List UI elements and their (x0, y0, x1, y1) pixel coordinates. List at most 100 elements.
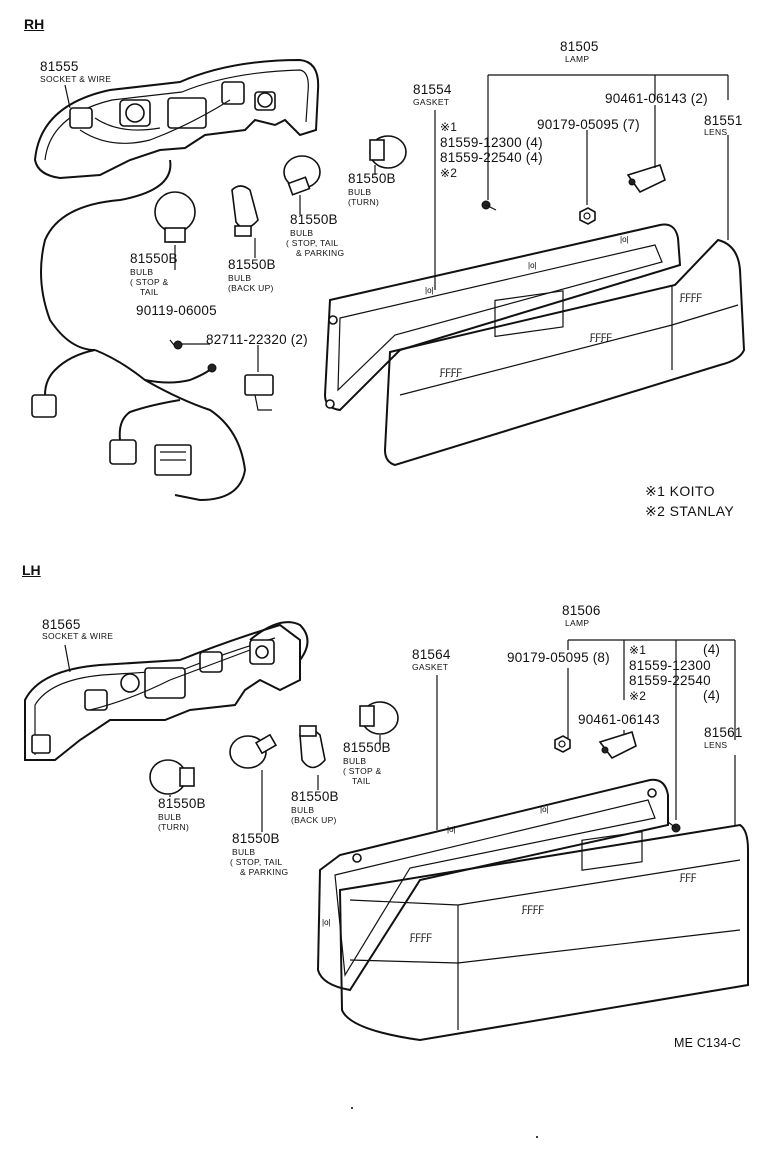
svg-text:|o|: |o| (425, 286, 434, 295)
lh-bulb-stop-desc1: BULB (232, 847, 256, 857)
rh-bulb-turn-part-number: 81550B (348, 171, 396, 186)
rh-screw-part-b: 81559-22540 (4) (440, 150, 543, 165)
rh-bulb-stop-tail-part-number: 81550B (130, 251, 178, 266)
rh-bulb-stop-tail-desc1: BULB (130, 267, 154, 277)
lh-bulb-stop-tail-part-number: 81550B (343, 740, 391, 755)
rh-wire-harness (31, 159, 247, 502)
lh-lamp-part-number: 81506 (562, 603, 601, 618)
rh-bulb-stop-desc2: ( STOP, TAIL (286, 238, 339, 248)
rh-bulb-stop-tail-desc2: ( STOP & (130, 277, 169, 287)
lh-clip (598, 730, 637, 760)
svg-text:|o|: |o| (322, 918, 331, 927)
lh-bulb-stop-tail-parking (229, 733, 278, 769)
rh-lens: ƑƑƑƑ ƑƑƑƑ ƑƑƑƑ (383, 238, 746, 467)
rh-lamp-description: LAMP (565, 54, 590, 64)
lh-socket-description: SOCKET & WIRE (42, 631, 114, 641)
lh-bulb-turn-desc1: BULB (158, 812, 182, 822)
rh-connector (244, 374, 274, 411)
svg-text:|o|: |o| (620, 235, 629, 244)
rh-bulb-back-desc2: (BACK UP) (228, 283, 274, 293)
lh-lens-part-number: 81561 (704, 725, 743, 740)
svg-text:ƑƑƑƑ: ƑƑƑƑ (439, 367, 462, 377)
lh-screw-part-b: 81559-22540 (629, 673, 711, 688)
lh-nut-part-number: 90179-05095 (8) (507, 650, 610, 665)
rh-nut-part-number: 90179-05095 (7) (537, 117, 640, 132)
rh-screw (481, 200, 497, 211)
rh-bulb-stop-tail-desc3: TAIL (140, 287, 159, 297)
rh-lens-part-number: 81551 (704, 113, 743, 128)
rh-bulb-stop-tail-parking (283, 155, 321, 196)
rh-bulb-stop-desc1: BULB (290, 228, 314, 238)
rh-socket-part-number: 81555 (40, 59, 79, 74)
rh-socket-description: SOCKET & WIRE (40, 74, 112, 84)
lh-bulb-turn-desc2: (TURN) (158, 822, 190, 832)
lh-lamp-description: LAMP (565, 618, 590, 628)
legend-stanlay: ※2 STANLAY (645, 503, 735, 519)
rh-clip (626, 164, 666, 194)
lh-bulb-stop-tail-desc1: BULB (343, 756, 367, 766)
lh-leader-lines (64, 639, 736, 832)
rh-bulb-stop-part-number: 81550B (290, 212, 338, 227)
rh-mark1: ※1 (440, 120, 458, 134)
svg-text:|o|: |o| (540, 805, 549, 814)
rh-bulb-back-part-number: 81550B (228, 257, 276, 272)
figure-code: ME C134-C (674, 1036, 742, 1050)
rh-bulb-back-desc1: BULB (228, 273, 252, 283)
rh-bulb-turn-desc1: BULB (348, 187, 372, 197)
rh-lens-description: LENS (704, 127, 728, 137)
rh-bulb-stop-tail (154, 191, 196, 243)
lh-bulb-turn-part-number: 81550B (158, 796, 206, 811)
lh-bulb-back-desc1: BULB (291, 805, 315, 815)
lh-screw-part-a: 81559-12300 (629, 658, 711, 673)
lh-bulb-stop-desc3: & PARKING (240, 867, 289, 877)
rh-bulb-stop-desc3: & PARKING (296, 248, 345, 258)
lh-bulb-back-desc2: (BACK UP) (291, 815, 337, 825)
lh-bulb-turn (149, 759, 195, 795)
lh-clip-part-number: 90461-06143 (578, 712, 660, 727)
rh-small-screw (169, 339, 183, 350)
lh-bulb-stop-tail-desc3: TAIL (352, 776, 371, 786)
rh-bulb-turn-desc2: (TURN) (348, 197, 380, 207)
svg-text:ƑƑƑƑ: ƑƑƑƑ (679, 292, 702, 302)
lh-section-label: LH (22, 562, 41, 578)
lh-bulb-stop-desc2: ( STOP, TAIL (230, 857, 283, 867)
rh-section-label: RH (24, 16, 45, 32)
lh-bulb-stop-tail (359, 701, 399, 735)
lh-gasket-part-number: 81564 (412, 647, 451, 662)
lh-bulb-stop-tail-desc2: ( STOP & (343, 766, 382, 776)
lh-mark1: ※1 (629, 643, 647, 657)
rh-lamp-part-number: 81505 (560, 39, 599, 54)
svg-text:ƑƑƑƑ: ƑƑƑƑ (589, 332, 612, 342)
rh-clip-part-number: 90461-06143 (2) (605, 91, 708, 106)
rh-connector-part-number: 82711-22320 (2) (206, 332, 308, 347)
rh-leader-lines (64, 74, 729, 372)
lh-qty2: (4) (703, 688, 721, 703)
legend-koito: ※1 KOITO (645, 483, 715, 499)
rh-screw-part-a: 81559-12300 (4) (440, 135, 543, 150)
lh-bulb-back-part-number: 81550B (291, 789, 339, 804)
rh-gasket-description: GASKET (413, 97, 450, 107)
rh-gasket: |o| |o| |o| (323, 223, 682, 412)
svg-text:|o|: |o| (528, 261, 537, 270)
lh-socket-part-number: 81565 (42, 617, 81, 632)
rh-nut (579, 207, 596, 225)
lh-screw (667, 821, 681, 833)
rh-bulb-back-up (231, 185, 259, 237)
rh-bulb-turn (369, 135, 407, 169)
lh-qty1: (4) (703, 642, 721, 657)
rh-small-screw-part-number: 90119-06005 (136, 303, 217, 318)
lh-bulb-stop-part-number: 81550B (232, 831, 280, 846)
svg-text:ƑƑƑ: ƑƑƑ (679, 872, 697, 882)
svg-text:ƑƑƑƑ: ƑƑƑƑ (409, 932, 432, 942)
lh-gasket-description: GASKET (412, 662, 449, 672)
lh-nut (554, 735, 571, 753)
lh-lens-description: LENS (704, 740, 728, 750)
lh-bulb-back-up (299, 725, 326, 769)
scan-dot (351, 1107, 353, 1109)
scan-dot (536, 1136, 538, 1138)
lh-socket-wire-board (24, 621, 309, 761)
svg-text:ƑƑƑƑ: ƑƑƑƑ (521, 904, 544, 914)
rh-socket-wire-board (33, 58, 320, 180)
lh-lens: ƑƑƑƑ ƑƑƑƑ ƑƑƑ (338, 823, 749, 1042)
